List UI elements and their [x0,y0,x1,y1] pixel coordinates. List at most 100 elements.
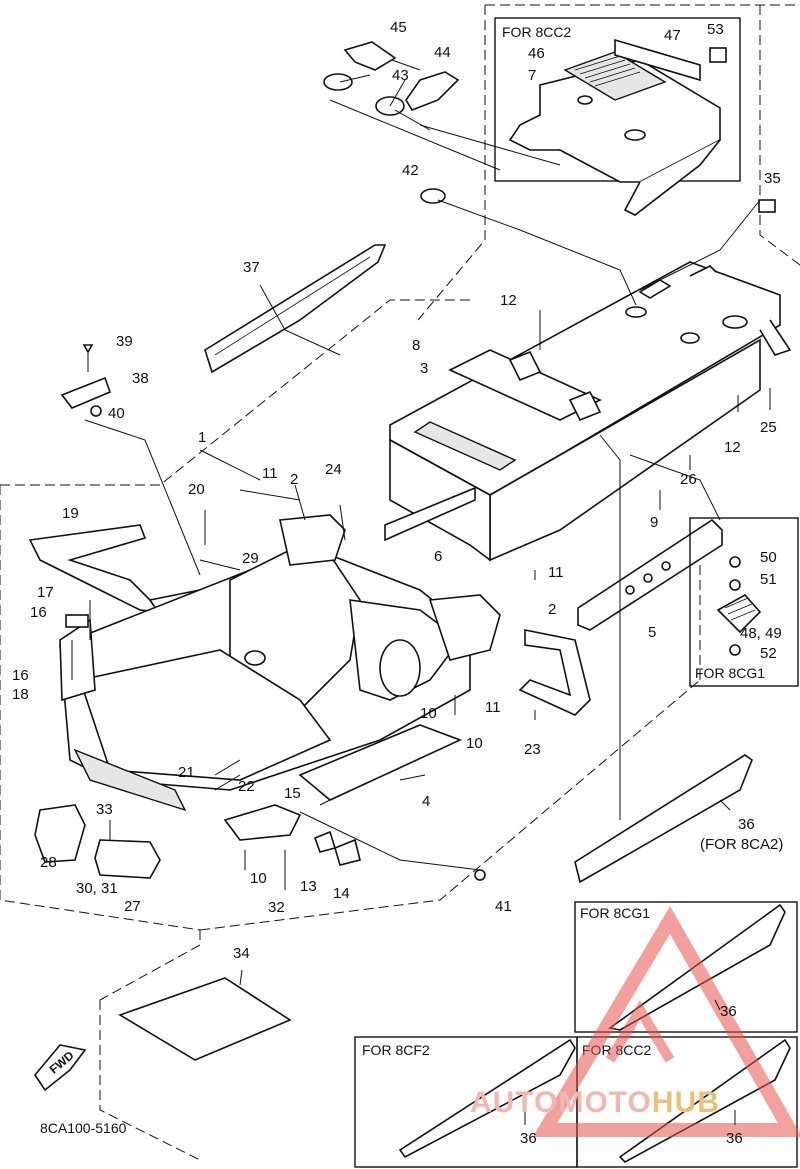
callout-47: 47 [664,27,681,44]
panel-46 [563,51,667,101]
box-title-8cg1-bottom: FOR 8CG1 [580,905,650,921]
watermark-logo [532,906,800,1137]
callout-3: 3 [420,360,428,377]
box-for-8cg1-side: FOR 8CG1 [689,517,799,687]
strip-47 [614,38,701,82]
callout-4: 4 [422,793,430,810]
box-title-8cc2-top: FOR 8CC2 [502,24,571,40]
callout-12a: 12 [500,292,517,309]
cap-41 [474,869,486,881]
callout-36c: 36 [520,1130,537,1147]
callout-51: 51 [760,571,777,588]
callout-7: 7 [528,67,536,84]
callout-30-31: 30, 31 [76,880,118,897]
strip-36-main [574,754,753,884]
watermark-text: AUTOMOTOHUB [470,1086,720,1120]
side-strip-37 [204,244,387,374]
callout-25: 25 [760,419,777,436]
callout-44: 44 [434,44,451,61]
callout-39: 39 [116,333,133,350]
callout-36a: 36 [738,816,755,833]
callout-46: 46 [528,45,545,62]
callout-20: 20 [188,481,205,498]
watermark-text-part1: AUTOMOTO [470,1086,652,1119]
handrail-2-right [518,629,591,716]
callout-40: 40 [108,405,125,422]
callout-34: 34 [233,945,250,962]
nut-40 [90,405,102,417]
seat-rail-8 [413,349,602,471]
rear-body-3 [389,261,792,562]
floor-mat-34 [118,977,292,1061]
callout-23: 23 [524,741,541,758]
callout-2b: 2 [548,601,556,618]
callout-52: 52 [760,645,777,662]
callout-33: 33 [96,801,113,818]
pad-45 [343,41,397,71]
callout-24: 24 [325,461,342,478]
callout-6: 6 [434,548,442,565]
callout-43: 43 [392,67,409,84]
callout-15: 15 [284,785,301,802]
callout-27: 27 [124,898,141,915]
callout-1: 1 [198,429,206,446]
callout-11a: 11 [262,465,278,482]
callout-41: 41 [495,898,512,915]
callout-38: 38 [132,370,149,387]
brackets-5-6 [384,486,723,631]
callout-labels: 45 44 43 42 46 47 53 7 35 37 12 8 3 39 3… [12,19,783,1147]
callout-12b: 12 [724,439,741,456]
callout-48-49: 48, 49 [740,625,782,642]
bolt-39 [82,344,94,354]
fwd-arrow: FWD [34,1044,87,1092]
lower-left-parts [34,804,486,881]
callout-26: 26 [680,471,697,488]
pad-42 [420,188,446,204]
box-title-8cf2-bottom: FOR 8CF2 [362,1042,430,1058]
part-14 [334,838,361,866]
callout-53: 53 [707,21,724,38]
callout-11c: 11 [485,699,501,716]
callout-16a: 16 [30,604,47,621]
callout-5: 5 [648,624,656,641]
callout-19: 19 [62,505,79,522]
callout-50: 50 [760,549,777,566]
underguard-4 [298,724,463,801]
callout-13: 13 [300,878,317,895]
callout-10a: 10 [420,705,437,722]
boot-27 [94,839,161,879]
callout-note-8ca2: (FOR 8CA2) [700,836,783,853]
pad-35 [758,199,776,213]
boot-28 [34,804,86,863]
callout-10c: 10 [250,870,267,887]
plate-38 [60,376,112,409]
callout-17: 17 [37,584,54,601]
callout-11b: 11 [548,564,564,581]
callout-45: 45 [390,19,407,36]
callout-29: 29 [242,550,259,567]
callout-37: 37 [243,259,260,276]
part-13 [313,830,337,853]
handrail-2 [279,514,346,566]
callout-9: 9 [650,514,658,531]
pad-44 [405,71,460,111]
callout-2a: 2 [290,471,298,488]
box-title-8cg1-side: FOR 8CG1 [695,665,765,681]
callout-36d: 36 [726,1130,743,1147]
callout-21: 21 [178,764,195,781]
callout-10b: 10 [466,735,483,752]
callout-36b: 36 [720,1003,737,1020]
diagram-code: 8CA100-5160 [40,1120,127,1136]
callout-35: 35 [764,170,781,187]
callout-18: 18 [12,686,29,703]
leader-lines [71,59,771,1125]
small-parts-38-40 [60,344,112,417]
callout-8: 8 [412,337,420,354]
callout-16b: 16 [12,667,29,684]
collar-16-17 [65,614,89,628]
callout-32: 32 [268,899,285,916]
arm-15 [223,804,302,841]
block-53 [709,47,727,63]
